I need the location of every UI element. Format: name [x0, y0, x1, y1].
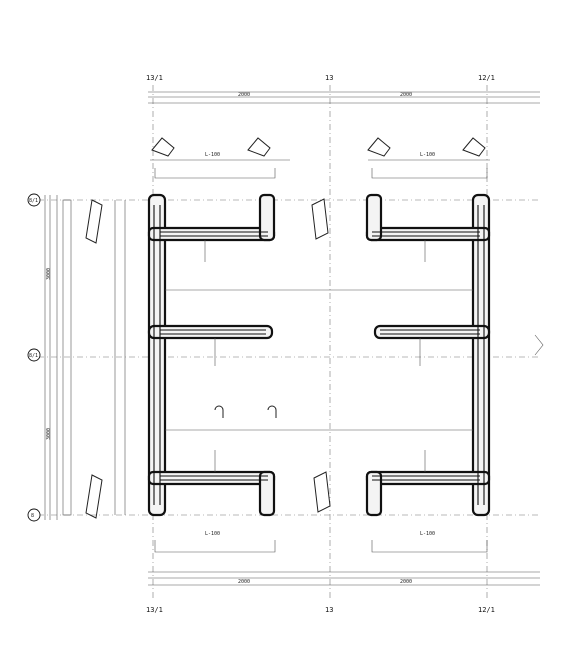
- annotation-leaders: [165, 240, 544, 472]
- left-detail-bars: [62, 199, 126, 519]
- axis-top-2: 13: [325, 74, 333, 82]
- bottom-bar-shapes: L-100 L-100: [154, 531, 488, 553]
- left-dim-2: 3000: [46, 428, 52, 440]
- bottom-dim-2: 2000: [400, 579, 412, 585]
- wall-frame: [147, 193, 491, 517]
- rebar-ticks: [153, 205, 485, 505]
- top-bar-shapes: L-100 L-100: [150, 137, 490, 179]
- axis-labels-left: 8/1 8/1 8: [27, 193, 41, 522]
- bottom-dim-1: 2000: [238, 579, 250, 585]
- axis-bottom-3: 12/1: [478, 606, 495, 614]
- axis-bottom-1: 13/1: [146, 606, 163, 614]
- top-dimension-chain: 2000 2000: [148, 91, 540, 104]
- axis-labels-bottom: 13/1 13 12/1: [146, 606, 495, 614]
- top-dim-2: 2000: [400, 92, 412, 98]
- axis-bottom-2: 13: [325, 606, 333, 614]
- callout-1: L-100: [205, 152, 220, 158]
- bottom-dimension-chain: 2000 2000: [148, 571, 540, 586]
- axis-top-1: 13/1: [146, 74, 163, 82]
- grid-lines: [38, 85, 540, 600]
- left-dimension-chain: 3000 3000: [44, 195, 58, 520]
- axis-left-3: 8: [31, 513, 34, 519]
- center-bar-shapes: [311, 198, 331, 513]
- axis-labels-top: 13/1 13 12/1: [146, 74, 495, 82]
- axis-left-2: 8/1: [29, 353, 38, 359]
- top-dim-1: 2000: [238, 92, 250, 98]
- left-dim-1: 3000: [46, 268, 52, 280]
- callout-2: L-100: [420, 152, 435, 158]
- axis-left-1: 8/1: [29, 198, 38, 204]
- callout-3: L-100: [205, 531, 220, 537]
- callout-4: L-100: [420, 531, 435, 537]
- axis-top-3: 12/1: [478, 74, 495, 82]
